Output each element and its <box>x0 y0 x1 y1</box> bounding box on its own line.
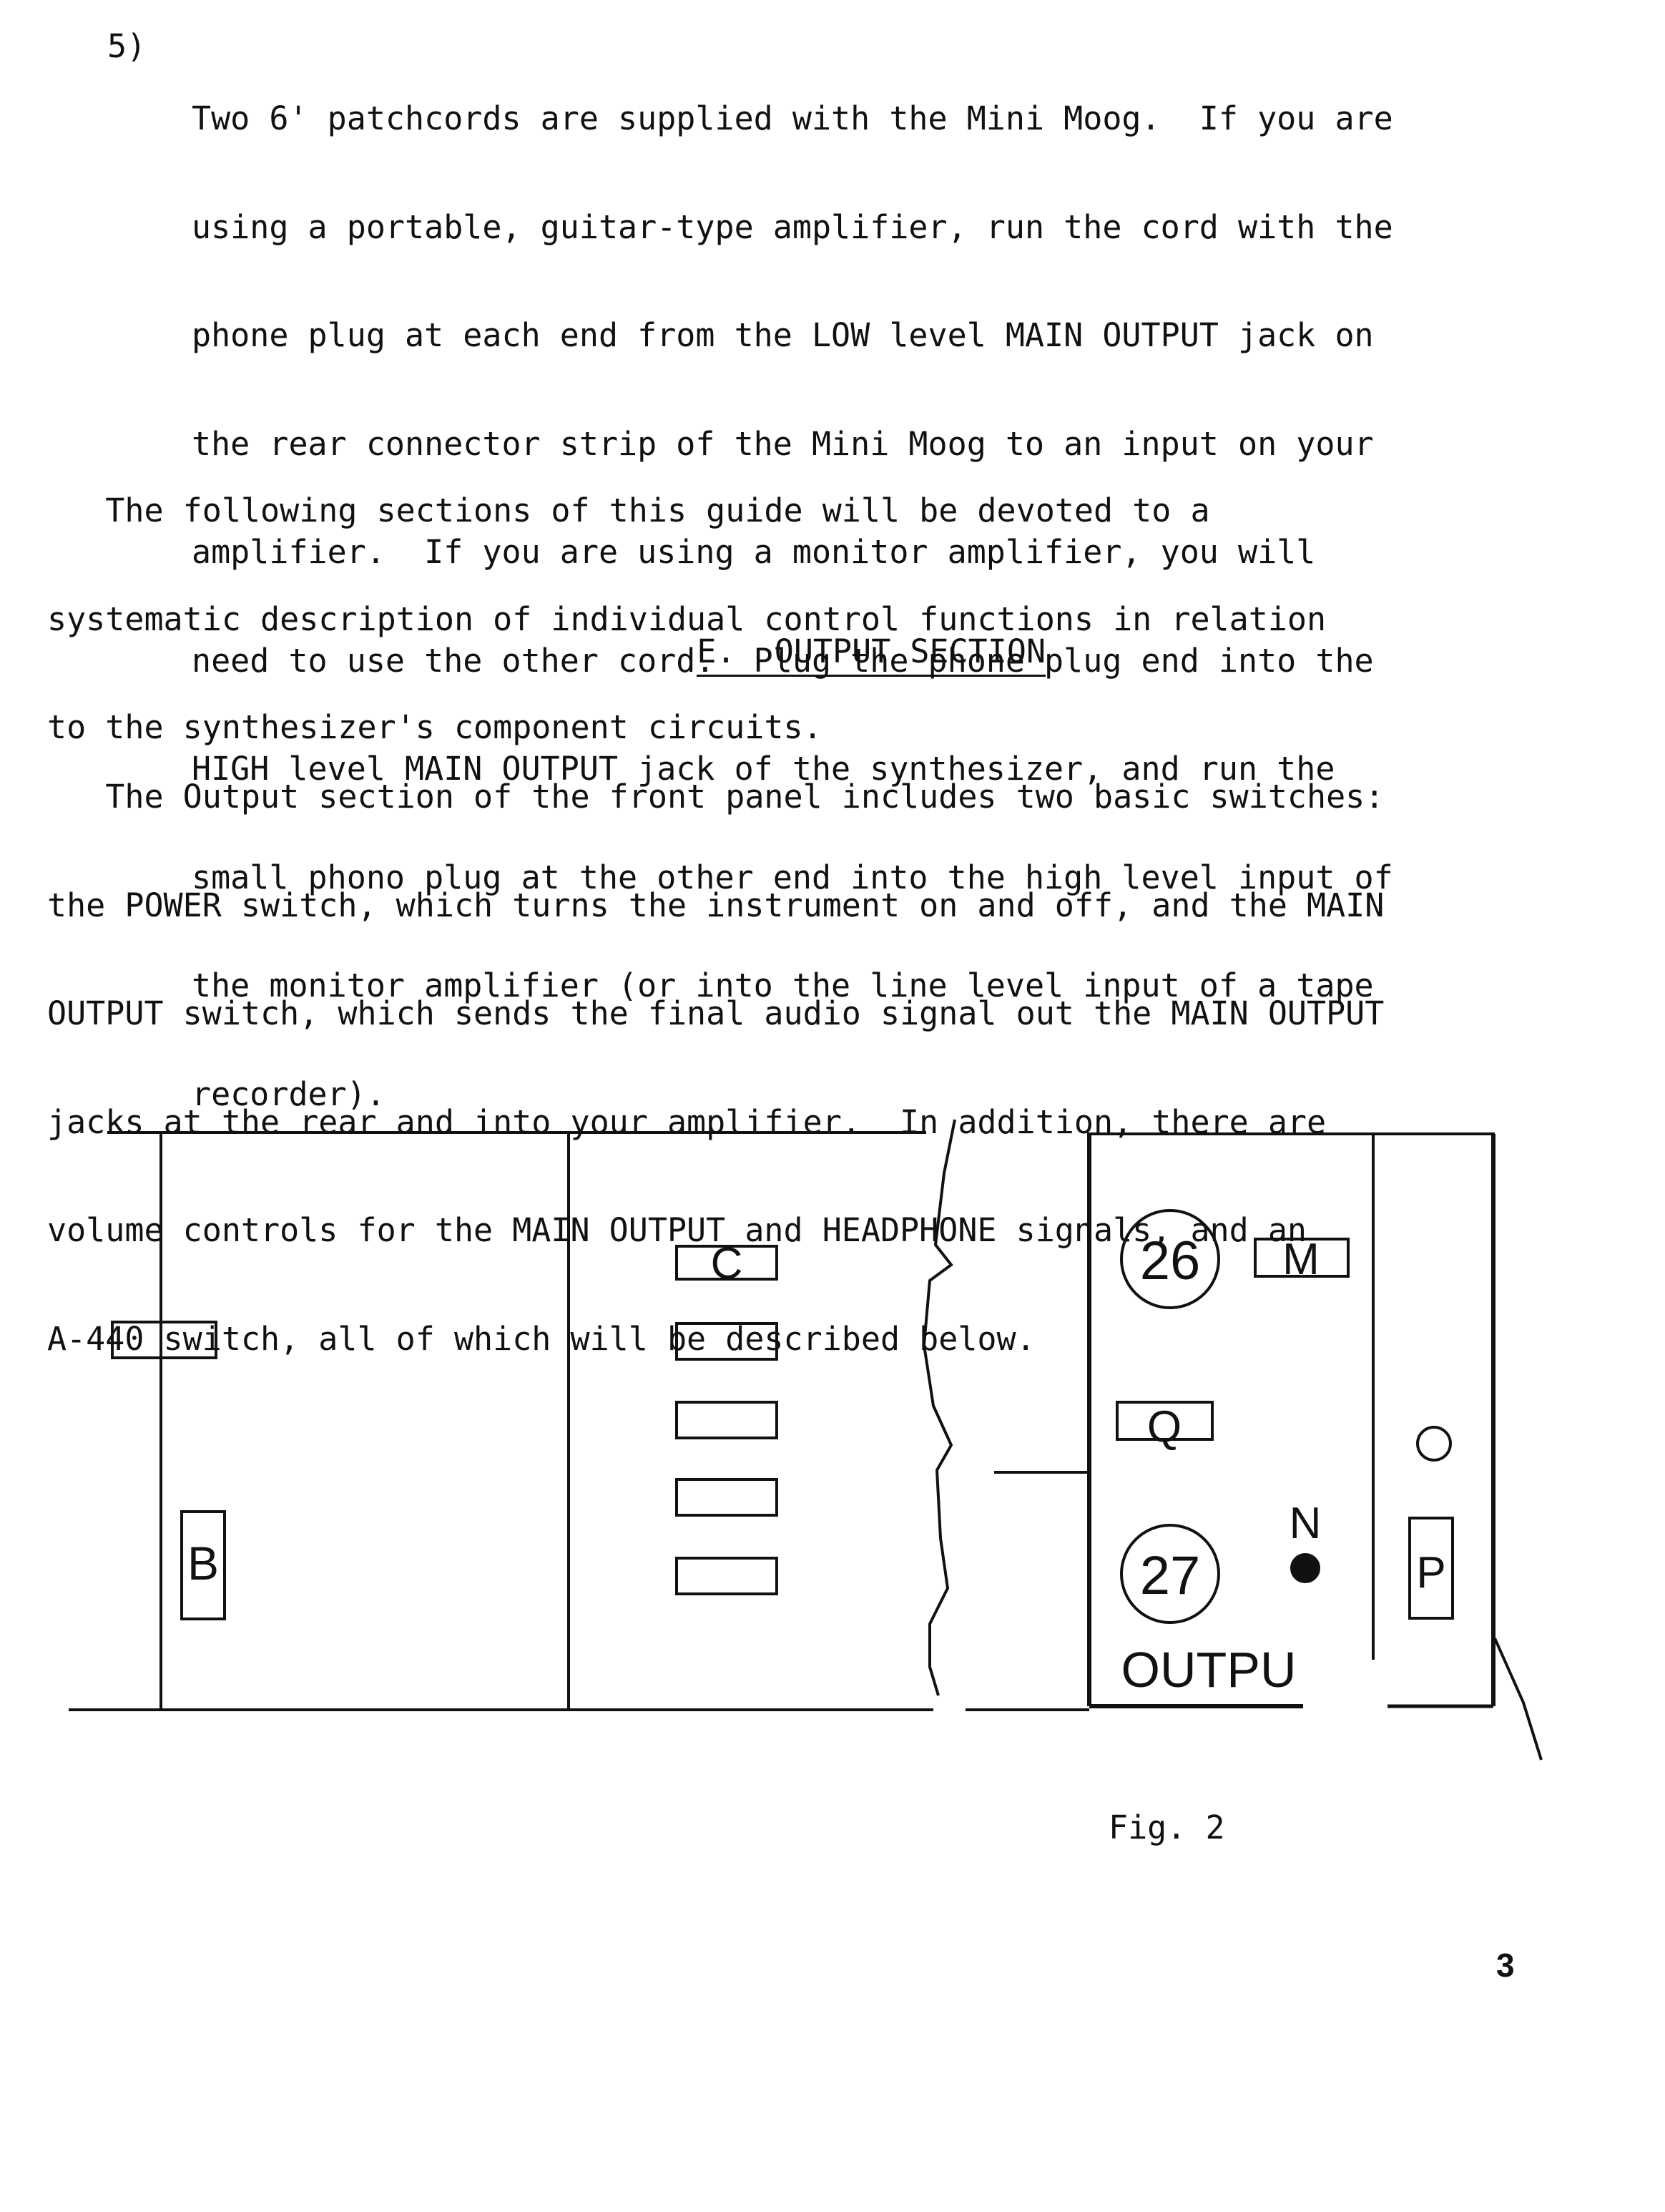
text-line: recorder). <box>192 1075 385 1113</box>
text-line: HIGH level MAIN OUTPUT jack of the synth… <box>192 750 1335 788</box>
switch-m <box>1254 1238 1350 1278</box>
knob-27 <box>1120 1524 1220 1624</box>
switch <box>675 1401 778 1439</box>
text-line: A-440 switch, all of which will be descr… <box>47 1319 1036 1358</box>
text-line: the monitor amplifier (or into the line … <box>192 966 1374 1004</box>
label-box-b <box>180 1510 226 1620</box>
label-m: M <box>1282 1235 1320 1284</box>
text-line: amplifier. If you are using a monitor am… <box>192 533 1316 571</box>
text-line: OUTPUT switch, which sends the final aud… <box>47 994 1385 1032</box>
text-line: to the synthesizer's component circuits. <box>47 708 822 746</box>
page-number: 3 <box>1496 1947 1515 1984</box>
item-number: 5) <box>107 27 147 65</box>
panel-break-line <box>922 1119 956 1696</box>
text-line: small phono plug at the other end into t… <box>192 858 1393 896</box>
text-line: Two 6' patchcords are supplied with the … <box>192 99 1393 137</box>
text-line: the POWER switch, which turns the instru… <box>47 886 1385 924</box>
label-c: C <box>711 1239 743 1288</box>
switch-q <box>1116 1401 1214 1441</box>
knob-label-27: 27 <box>1140 1545 1201 1606</box>
label-b: B <box>187 1537 219 1590</box>
panel-diagram: B C 26 M Q N P 27 OUTPU <box>69 1119 1543 1761</box>
knob-26 <box>1120 1209 1220 1309</box>
jack-circle <box>1416 1426 1452 1462</box>
indicator-dot <box>1290 1553 1320 1583</box>
figure-caption: Fig. 2 <box>1109 1809 1225 1846</box>
text-line: phone plug at each end from the LOW leve… <box>192 316 1374 354</box>
label-n: N <box>1290 1499 1322 1548</box>
item-text: Two 6' patchcords are supplied with the … <box>192 29 1393 1185</box>
label-p: P <box>1416 1548 1445 1597</box>
text-line: systematic description of individual con… <box>47 600 1327 638</box>
label-q: Q <box>1147 1402 1182 1452</box>
knob-label-26: 26 <box>1140 1230 1201 1291</box>
text-line: the rear connector strip of the Mini Moo… <box>192 424 1374 463</box>
text-line: The following sections of this guide wil… <box>47 491 1210 529</box>
text-line: The Output section of the front panel in… <box>47 778 1385 816</box>
slider-handle <box>111 1321 217 1359</box>
switch <box>675 1557 778 1595</box>
switch <box>675 1478 778 1517</box>
section-heading-text: E. OUTPUT SECTION <box>697 632 1046 677</box>
panel-edge-line <box>1493 1638 1543 1761</box>
section-heading: E. OUTPUT SECTION <box>619 597 1046 706</box>
intro-paragraph: The following sections of this guide wil… <box>47 421 1326 818</box>
switch <box>675 1322 778 1361</box>
switch-c <box>675 1245 778 1281</box>
numbered-item-5: 5) Two 6' patchcords are supplied with t… <box>107 27 1393 1112</box>
text-line: need to use the other cord. Plug the pho… <box>192 641 1374 680</box>
output-label: OUTPU <box>1121 1642 1297 1698</box>
label-box-p <box>1408 1517 1454 1620</box>
text-line: using a portable, guitar-type amplifier,… <box>192 207 1393 246</box>
output-section-paragraph: The Output section of the front panel in… <box>47 707 1384 1429</box>
